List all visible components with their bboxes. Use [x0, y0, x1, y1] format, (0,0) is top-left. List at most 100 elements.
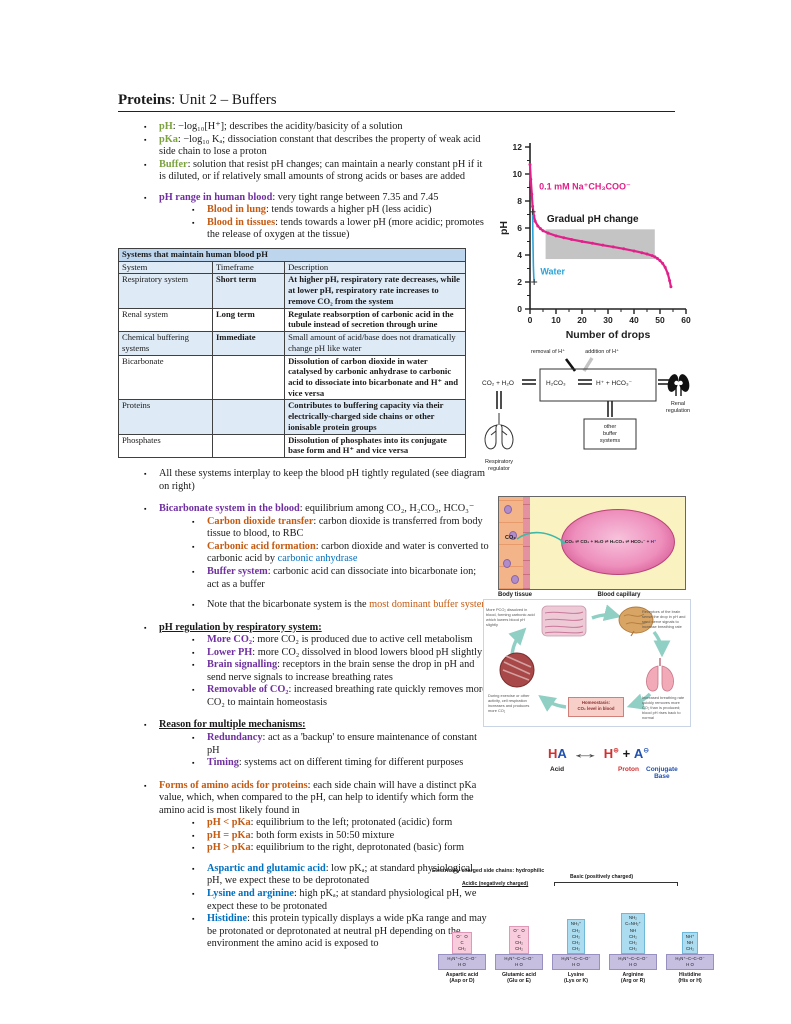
def-text: : tends towards a higher pH (less acidic…: [265, 204, 432, 216]
list-item: ▪Aspartic and glutamic acid: low pKₐ; at…: [118, 863, 490, 888]
lungs-label-2: regulator: [488, 466, 510, 472]
side-chains-diagram: Electrically charged side chains: hydrop…: [432, 868, 714, 986]
table-cell: Proteins: [118, 399, 213, 435]
cycle-note-3: Increased breathing rate quickly removes…: [642, 695, 685, 720]
bullet-icon: ▪: [192, 890, 195, 898]
bullet-icon: ▪: [192, 206, 195, 215]
list-item: ▪pH range in human blood: very tight ran…: [118, 192, 490, 205]
table-cell: Long term: [211, 307, 286, 333]
bullet-icon: ▪: [144, 123, 147, 131]
list-item: ▪Note that the bicarbonate system is the…: [118, 599, 490, 612]
table-header-cell: Timeframe: [211, 260, 286, 275]
table-cell: Small amount of acid/base does not drama…: [284, 331, 466, 356]
homeostasis-line-1: Homeostasis:: [581, 700, 611, 705]
table-cell: Immediate: [211, 331, 286, 356]
table-cell: Contributes to buffering capacity via th…: [284, 399, 466, 435]
def-text: : equilibrium among CO₂, H₂CO₃, HCO₃⁻: [299, 503, 475, 515]
data-point: [655, 257, 659, 261]
ha-a: A: [557, 746, 567, 761]
def-text: : carbon dioxide is transferred from bod…: [207, 515, 483, 540]
table-cell: [211, 354, 286, 401]
cell-nucleus-icon: [503, 559, 511, 568]
body-tissue-cells: [499, 497, 523, 589]
side-chain-box: NH₂ C=NH₂⁺ NH CH₂ CH₂ CH₂: [621, 913, 645, 955]
list-item: ▪pH = pKa: both form exists in 50:50 mix…: [118, 830, 490, 843]
y-tick-label: 6: [517, 223, 522, 233]
data-point: [533, 219, 537, 223]
y-tick-label: 12: [513, 142, 523, 152]
def-text: : this protein typically displays a wide…: [207, 913, 487, 950]
y-tick-label: 0: [517, 304, 522, 314]
term-lower-ph: Lower PH: [207, 646, 253, 658]
term-timing: Timing: [207, 757, 239, 769]
term-lys-arg: Lysine and arginine: [207, 888, 294, 899]
bullet-icon: ▪: [192, 636, 195, 645]
rbc-equation-hplus: H⁺: [650, 539, 657, 544]
y-tick-label: 4: [517, 250, 522, 260]
list-item: ▪Timing: systems act on different timing…: [118, 757, 490, 770]
table-cell: [211, 399, 286, 435]
cycle-note-1: More PCO₂ dissolved in blood, forming ca…: [486, 607, 535, 627]
y-tick-label: 10: [513, 169, 523, 179]
bullet-icon: ▪: [192, 831, 195, 840]
side-chain-box: O⁻ O C CH₂: [452, 931, 472, 955]
cycle-note-4: During exercise or other activity, cell …: [488, 693, 530, 713]
def-text: : each side chain will have a distinct p…: [159, 779, 477, 816]
bullet-icon: ▪: [144, 193, 147, 202]
list-item: ▪ More CO₂: more CO₂ is produced due to a…: [118, 634, 490, 647]
term-pka: pKa: [159, 133, 178, 145]
x-tick-label: 60: [681, 315, 691, 325]
rbc-equation-text: CO₂ ⇌ CO₂ + H₂O ⇌ H₂CO₃ ⇌ HCO₃⁻ +: [565, 539, 651, 544]
x-tick-label: 40: [629, 315, 639, 325]
list-item: ▪Brain signalling: receptors in the brai…: [118, 659, 490, 684]
table-cell: Phosphates: [118, 433, 213, 459]
buffer-regulation-svg: removal of H⁺ addition of H⁺ CO₂ + H₂O H…: [482, 348, 690, 472]
heading-respiratory-regulation: pH regulation by respiratory system:: [159, 621, 322, 633]
equilibrium-bars-icon: [578, 379, 592, 385]
eq-left: CO₂ + H₂O: [482, 380, 514, 387]
note-text: Note that the bicarbonate system is the: [207, 599, 370, 611]
data-point: [653, 255, 657, 259]
term-brain-signalling: Brain signalling: [207, 659, 278, 671]
data-point: [546, 231, 550, 235]
data-point: [601, 243, 605, 247]
cell-nucleus-icon: [511, 575, 519, 584]
def-text: : both form exists in 50:50 mixture: [250, 829, 395, 841]
def-text: : more CO₂ is produced due to active cel…: [251, 634, 473, 646]
oplus-icon: ⊕: [613, 747, 620, 755]
backbone-box: H₃N⁺–C–C–O⁻H O: [495, 954, 543, 970]
data-point: [541, 229, 545, 233]
data-point: [536, 224, 540, 228]
list-item: ▪Carbon dioxide transfer: carbon dioxide…: [118, 516, 490, 541]
def-text: : low pKₐ; at standard physiological pH,…: [207, 862, 473, 887]
respiratory-cycle-diagram: More PCO₂ dissolved in blood, forming ca…: [483, 599, 691, 727]
y-tick-label: 2: [517, 277, 522, 287]
term-ph: pH: [159, 121, 173, 132]
data-point: [645, 252, 649, 256]
lungs-label-1: Respiratory: [485, 459, 513, 465]
bullet-icon: ▪: [192, 542, 195, 551]
def-text: : −log₁₀[H⁺]; describes the acidity/basi…: [172, 121, 403, 132]
term-ph-range: pH range in human blood: [159, 191, 273, 203]
list-item: ▪All these systems interplay to keep the…: [118, 468, 490, 493]
term-bicarbonate-system: Bicarbonate system in the blood: [159, 503, 300, 515]
side-chains-title: Electrically charged side chains: hydrop…: [432, 868, 545, 874]
title-bold: Proteins: [118, 92, 172, 108]
list-item: ▪Lower PH: more CO₂ dissolved in blood l…: [118, 647, 490, 660]
list-item: ▪Blood in lung: tends towards a higher p…: [118, 204, 490, 217]
list-item: ▪Forms of amino acids for proteins: each…: [118, 780, 490, 818]
term-ph-lt-pka: pH < pKa: [207, 817, 251, 829]
term-ph-gt-pka: pH > pKa: [207, 842, 251, 854]
list-item: ▪pKa: −log₁₀ Kₐ; dissociation constant t…: [118, 134, 490, 159]
bullet-icon: ▪: [144, 623, 147, 632]
term-more-co2: More CO₂: [207, 634, 252, 646]
term-carbonic-acid-formation: Carbonic acid formation: [207, 540, 316, 552]
table-title: Systems that maintain human blood pH: [118, 247, 466, 262]
lungs-icon: [484, 413, 514, 450]
bullet-icon: ▪: [192, 864, 195, 873]
